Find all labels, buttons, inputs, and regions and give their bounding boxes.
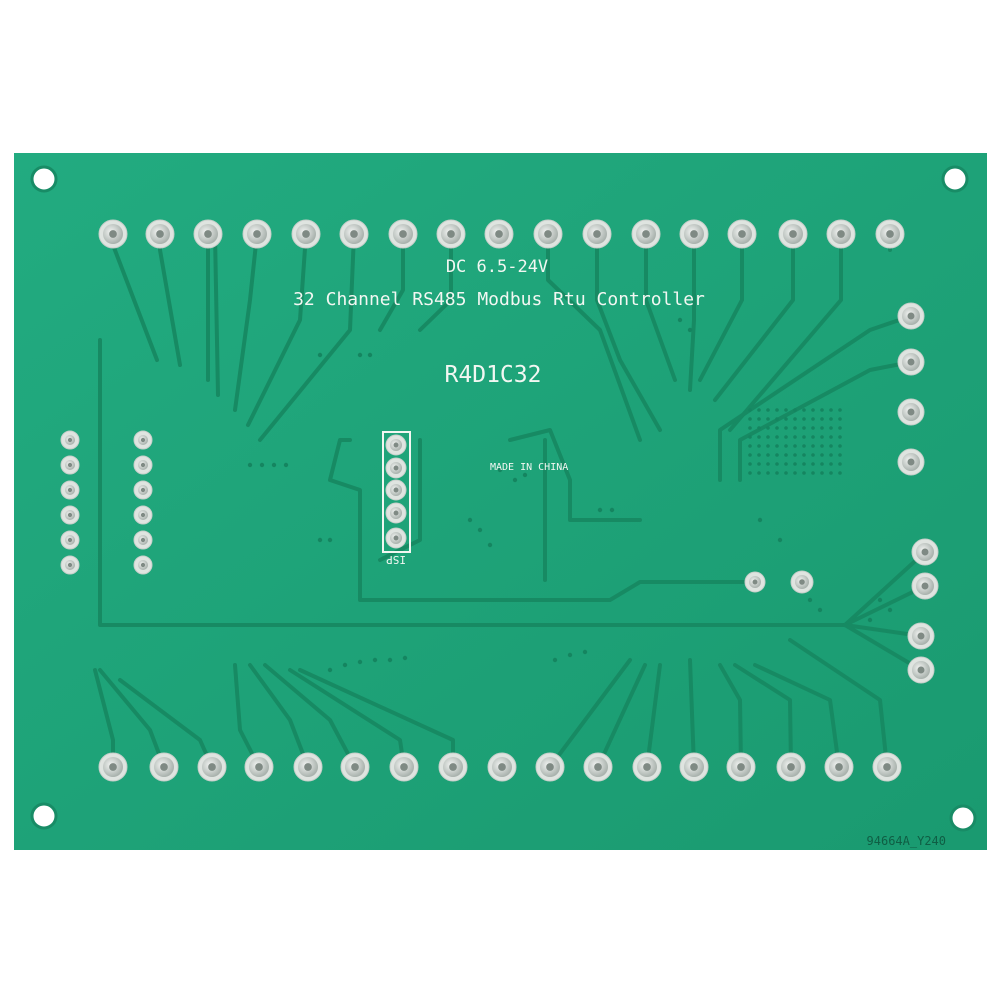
left-header-pad [60, 555, 80, 575]
left-header-pad [133, 480, 153, 500]
bottom-terminal-pad [389, 752, 419, 782]
batch-code: 94664A_Y240 [867, 834, 946, 848]
left-header-pad [60, 480, 80, 500]
isp-pin-pad [385, 479, 407, 501]
mounting-holes [30, 165, 977, 832]
bottom-terminal-pad [679, 752, 709, 782]
bottom-terminal-pad [293, 752, 323, 782]
top-terminal-pad [242, 219, 272, 249]
top-terminal-pad [339, 219, 369, 249]
top-terminal-pad [631, 219, 661, 249]
bottom-terminal-pad [149, 752, 179, 782]
top-terminal-pad [679, 219, 709, 249]
pcb-board [14, 153, 987, 850]
right-terminal-pad [897, 448, 925, 476]
test-pad [790, 570, 814, 594]
right-terminal-pad [897, 302, 925, 330]
top-terminal-pad [778, 219, 808, 249]
bottom-terminal-pad [197, 752, 227, 782]
solder-pads [60, 219, 939, 782]
bottom-terminal-pad [872, 752, 902, 782]
bottom-terminal-pad [824, 752, 854, 782]
isp-header-outline [382, 431, 411, 553]
top-terminal-pad [388, 219, 418, 249]
right-terminal-pad [907, 656, 935, 684]
left-header-pad [133, 555, 153, 575]
left-header-pad [60, 530, 80, 550]
isp-pin-pad [385, 527, 407, 549]
model-label: R4D1C32 [445, 362, 542, 388]
top-terminal-pad [875, 219, 905, 249]
right-terminal-pad [907, 622, 935, 650]
bottom-terminal-pad [583, 752, 613, 782]
isp-label: ISP [386, 553, 406, 566]
bottom-terminal-pad [244, 752, 274, 782]
via-holes [247, 317, 893, 673]
left-header-pad [60, 505, 80, 525]
bottom-terminal-pad [98, 752, 128, 782]
board-title: 32 Channel RS485 Modbus Rtu Controller [293, 289, 705, 310]
top-terminal-pad [727, 219, 757, 249]
bottom-terminal-pad [340, 752, 370, 782]
origin-label: MADE IN CHINA [490, 462, 568, 473]
top-terminal-pad [145, 219, 175, 249]
top-terminal-pad [582, 219, 612, 249]
top-terminal-pad [533, 219, 563, 249]
right-terminal-pad [897, 398, 925, 426]
left-header-pad [133, 505, 153, 525]
bottom-terminal-pad [726, 752, 756, 782]
left-header-pad [133, 455, 153, 475]
left-header-pad [60, 455, 80, 475]
test-pad [744, 571, 766, 593]
top-terminal-pad [193, 219, 223, 249]
bottom-terminal-pad [487, 752, 517, 782]
top-terminal-pad [826, 219, 856, 249]
isp-pin-pad [385, 457, 407, 479]
right-terminal-pad [897, 348, 925, 376]
right-terminal-pad [911, 572, 939, 600]
isp-pin-pad [385, 502, 407, 524]
left-header-pad [133, 430, 153, 450]
top-terminal-pad [98, 219, 128, 249]
top-terminal-pad [291, 219, 321, 249]
right-terminal-pad [911, 538, 939, 566]
left-header-pad [133, 530, 153, 550]
bottom-terminal-pad [776, 752, 806, 782]
bottom-terminal-pad [535, 752, 565, 782]
left-header-pad [60, 430, 80, 450]
bottom-terminal-pad [438, 752, 468, 782]
top-terminal-pad [484, 219, 514, 249]
bottom-terminal-pad [632, 752, 662, 782]
voltage-label: DC 6.5-24V [446, 257, 548, 277]
top-terminal-pad [436, 219, 466, 249]
isp-pin-pad [385, 434, 407, 456]
